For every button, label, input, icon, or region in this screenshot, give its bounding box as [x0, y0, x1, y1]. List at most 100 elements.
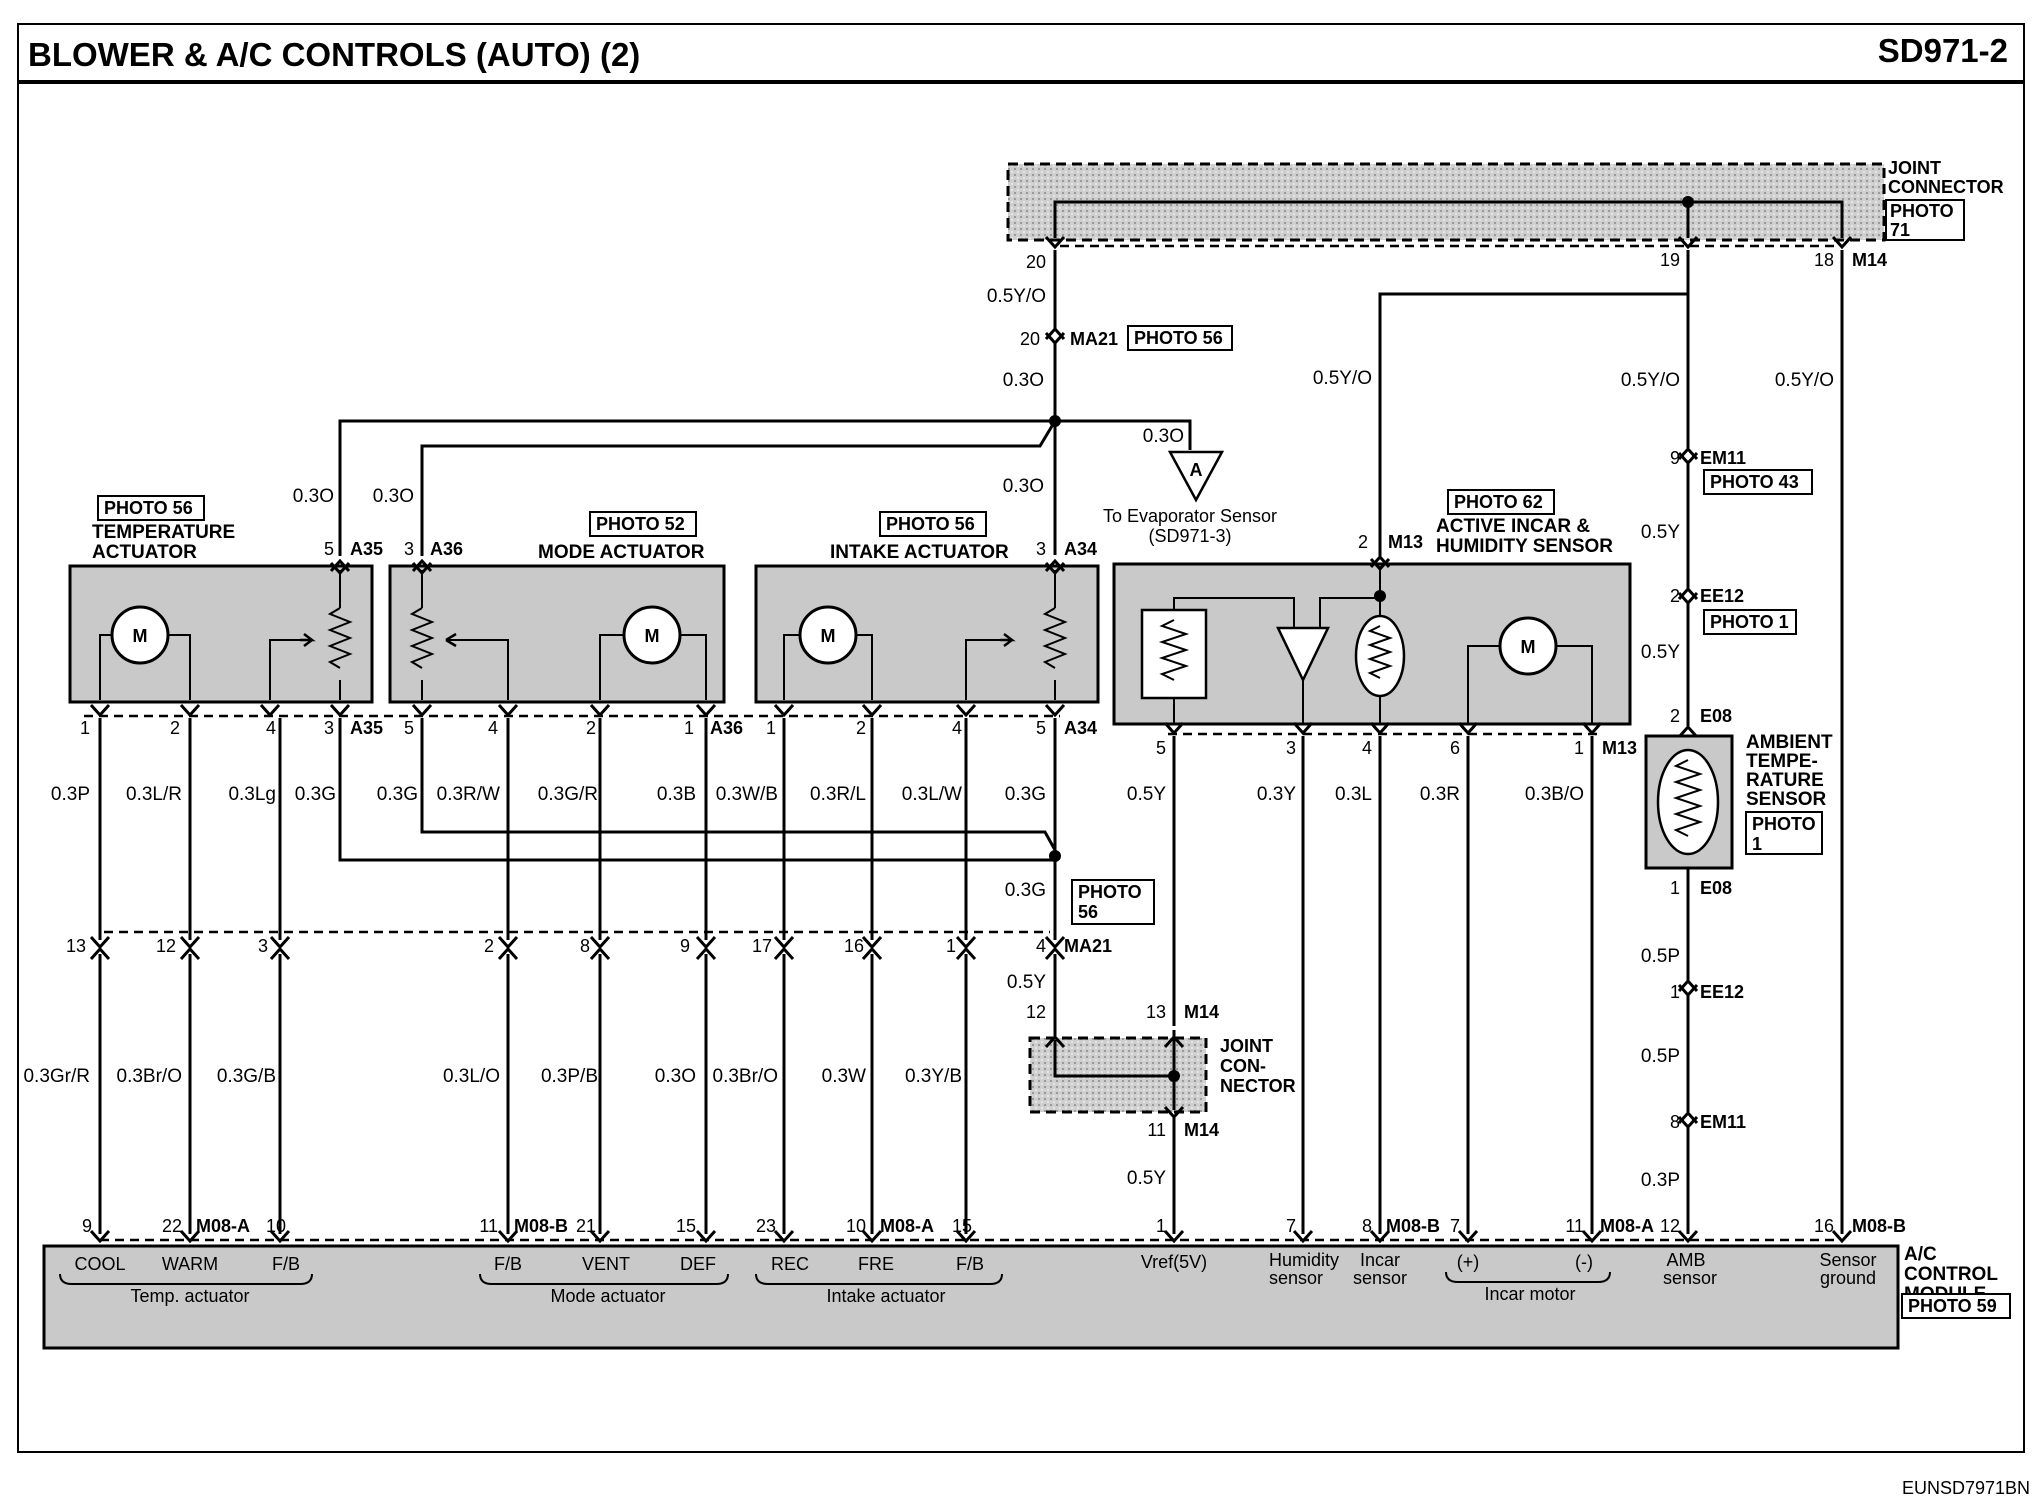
svg-text:0.3R: 0.3R — [1420, 784, 1460, 805]
svg-text:0.3R/W: 0.3R/W — [437, 784, 500, 805]
photo-56-intake-tag — [879, 511, 987, 537]
svg-text:A36: A36 — [710, 718, 743, 738]
svg-text:sensor: sensor — [1353, 1268, 1407, 1288]
sensor-amplifier — [1276, 626, 1330, 683]
svg-text:A35: A35 — [350, 718, 383, 738]
svg-text:8: 8 — [1670, 1112, 1680, 1132]
photo-71-tag — [1885, 199, 1965, 241]
svg-text:10: 10 — [846, 1216, 866, 1236]
svg-text:0.3L/W: 0.3L/W — [902, 784, 962, 805]
svg-text:18: 18 — [1814, 250, 1834, 270]
svg-text:1: 1 — [1156, 1216, 1166, 1236]
svg-text:12: 12 — [156, 936, 176, 956]
diagram-code: SD971-2 — [1878, 32, 2008, 69]
svg-text:56: 56 — [1078, 902, 1098, 922]
svg-text:NECTOR: NECTOR — [1220, 1076, 1296, 1096]
svg-text:3: 3 — [258, 936, 268, 956]
photo-56-ma21-tag — [1127, 325, 1233, 351]
svg-text:sensor: sensor — [1663, 1268, 1717, 1288]
svg-text:0.3O: 0.3O — [1003, 476, 1044, 497]
svg-text:M14: M14 — [1184, 1002, 1219, 1022]
svg-text:M14: M14 — [1184, 1120, 1219, 1140]
svg-text:M08-B: M08-B — [514, 1216, 568, 1236]
svg-text:Vref(5V): Vref(5V) — [1141, 1252, 1207, 1272]
svg-text:PHOTO 56: PHOTO 56 — [104, 498, 193, 518]
svg-text:4: 4 — [1036, 936, 1046, 956]
svg-text:M: M — [1521, 637, 1536, 657]
svg-text:0.5Y/O: 0.5Y/O — [1775, 370, 1834, 391]
photo-56-ma21b-tag — [1071, 879, 1155, 925]
svg-text:2: 2 — [856, 718, 866, 738]
svg-text:MA21: MA21 — [1064, 936, 1112, 956]
photo-56-temp-tag — [97, 495, 205, 521]
temperature-actuator-title: TEMPERATURE — [92, 522, 235, 543]
module-label-intake-actuator: Intake actuator — [826, 1286, 945, 1306]
photo-62-tag — [1447, 489, 1555, 515]
ac-control-module — [42, 1244, 1900, 1350]
svg-text:2: 2 — [1358, 532, 1368, 552]
svg-text:PHOTO: PHOTO — [1890, 201, 1954, 221]
svg-text:M08-A: M08-A — [880, 1216, 934, 1236]
svg-text:20: 20 — [1026, 252, 1046, 272]
svg-text:0.3G/R: 0.3G/R — [538, 784, 598, 805]
svg-text:PHOTO 56: PHOTO 56 — [886, 514, 975, 534]
svg-text:PHOTO 43: PHOTO 43 — [1710, 472, 1799, 492]
svg-text:MA21: MA21 — [1070, 329, 1118, 349]
svg-text:sensor: sensor — [1269, 1268, 1323, 1288]
svg-text:M08-B: M08-B — [1386, 1216, 1440, 1236]
svg-text:1: 1 — [1670, 982, 1680, 1002]
svg-text:7: 7 — [1450, 1216, 1460, 1236]
svg-text:4: 4 — [952, 718, 962, 738]
svg-text:0.3R/L: 0.3R/L — [810, 784, 866, 805]
svg-text:0.3O: 0.3O — [655, 1066, 696, 1087]
svg-text:0.3Br/O: 0.3Br/O — [117, 1066, 182, 1087]
photo-1-ambient-tag — [1745, 811, 1823, 855]
joint-connector-top-label: JOINT — [1888, 158, 1941, 178]
svg-text:5: 5 — [404, 718, 414, 738]
photo-43-tag — [1703, 469, 1813, 495]
svg-text:23: 23 — [756, 1216, 776, 1236]
svg-text:1: 1 — [80, 718, 90, 738]
photo-52-tag — [589, 511, 697, 537]
svg-text:11: 11 — [479, 1216, 498, 1236]
svg-text:0.3Lg: 0.3Lg — [228, 784, 276, 805]
mode-actuator-title: MODE ACTUATOR — [538, 542, 705, 563]
svg-text:21: 21 — [576, 1216, 596, 1236]
ac-control-module-title: A/C — [1904, 1244, 1937, 1265]
svg-text:(+): (+) — [1457, 1252, 1480, 1272]
svg-text:0.3L: 0.3L — [1335, 784, 1372, 805]
svg-text:3: 3 — [1036, 539, 1046, 559]
svg-text:Incar: Incar — [1360, 1250, 1400, 1270]
svg-text:0.5Y: 0.5Y — [1127, 1168, 1166, 1189]
diagram-title: BLOWER & A/C CONTROLS (AUTO) (2) — [28, 36, 640, 73]
svg-text:E08: E08 — [1700, 878, 1732, 898]
svg-text:0.5Y: 0.5Y — [1641, 642, 1680, 663]
svg-text:A34: A34 — [1064, 539, 1097, 559]
svg-text:10: 10 — [266, 1216, 286, 1236]
svg-text:CONNECTOR: CONNECTOR — [1888, 177, 2004, 197]
svg-text:ACTUATOR: ACTUATOR — [92, 542, 197, 563]
svg-text:0.3G: 0.3G — [1005, 880, 1046, 901]
svg-text:Humidity: Humidity — [1269, 1250, 1339, 1270]
svg-text:0.3O: 0.3O — [293, 486, 334, 507]
svg-text:CONTROL: CONTROL — [1904, 1264, 1998, 1285]
svg-text:0.5Y: 0.5Y — [1127, 784, 1166, 805]
svg-text:VENT: VENT — [582, 1254, 630, 1274]
svg-text:7: 7 — [1286, 1216, 1296, 1236]
svg-text:A: A — [1190, 460, 1203, 480]
svg-text:0.3G/B: 0.3G/B — [217, 1066, 276, 1087]
figure-id: EUNSD7971BN — [1902, 1478, 2030, 1498]
svg-text:15: 15 — [676, 1216, 696, 1236]
svg-text:3: 3 — [1286, 738, 1296, 758]
svg-text:13: 13 — [66, 936, 86, 956]
svg-text:16: 16 — [844, 936, 864, 956]
svg-text:13: 13 — [1146, 1002, 1166, 1022]
svg-text:3: 3 — [324, 718, 334, 738]
svg-text:17: 17 — [752, 936, 772, 956]
photo-1-ee12-tag — [1703, 609, 1797, 635]
svg-text:PHOTO 59: PHOTO 59 — [1908, 1296, 1997, 1316]
svg-text:12: 12 — [1026, 1002, 1046, 1022]
svg-text:F/B: F/B — [272, 1254, 300, 1274]
svg-text:A36: A36 — [430, 539, 463, 559]
sheet-border — [17, 23, 2025, 1453]
